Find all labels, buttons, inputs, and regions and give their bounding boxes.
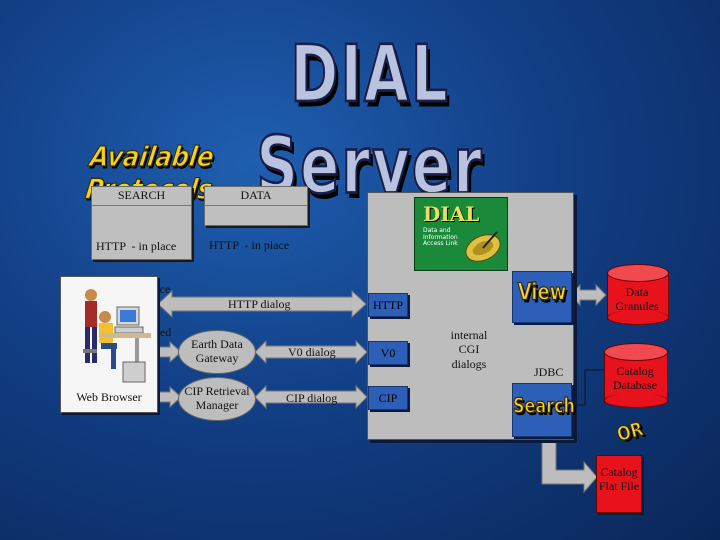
search-module: Search (512, 383, 576, 437)
jdbc-label: JDBC (534, 365, 564, 379)
web-browser-label: Web Browser (76, 390, 142, 404)
view-module-label: View (517, 278, 567, 307)
data-protocols-box: DATA HTTP - in place (204, 186, 308, 252)
search-protocols-header: SEARCH (92, 187, 191, 206)
dial-logo-text: DIAL (423, 202, 480, 226)
internal-cgi-label: internal CGI dialogs (450, 328, 488, 371)
catalog-database-label: Catalog Database (613, 364, 657, 392)
catalog-flat-file: Catalog Flat File (596, 455, 642, 513)
granules-arrow (569, 283, 607, 307)
dial-logo-caption: Data and Information Access Link (423, 227, 458, 248)
server-cip-port: CIP (368, 386, 408, 410)
catalog-database-storage: Catalog Database (604, 343, 668, 409)
view-module: View (512, 271, 572, 323)
search-protocol-line: HTTP - in place (96, 238, 177, 253)
flat-file-arrow (541, 441, 598, 494)
v0-dialog-label: V0 dialog (288, 345, 336, 359)
dial-logo: DIAL Data and Information Access Link (414, 197, 508, 271)
server-v0-port: V0 (368, 341, 408, 365)
data-protocols-header: DATA (205, 187, 307, 206)
cip-retrieval-manager: CIP Retrieval Manager (178, 377, 256, 421)
data-protocol-line: HTTP - in place (209, 238, 290, 252)
earth-data-gateway: Earth Data Gateway (178, 330, 256, 374)
http-dialog-label: HTTP dialog (228, 297, 291, 311)
web-browser-box: Web Browser (60, 276, 158, 413)
http-dialog-arrow (157, 289, 367, 319)
satellite-dish-icon (465, 231, 501, 262)
cip-dialog-label: CIP dialog (286, 391, 338, 405)
search-module-label: Search (513, 392, 576, 418)
users-at-computer-icon (83, 289, 151, 383)
catalog-flat-file-label: Catalog Flat File (598, 465, 640, 493)
data-granules-storage: Data Granules (607, 264, 669, 325)
server-http-port: HTTP (368, 293, 408, 317)
data-granules-label: Data Granules (615, 285, 659, 313)
